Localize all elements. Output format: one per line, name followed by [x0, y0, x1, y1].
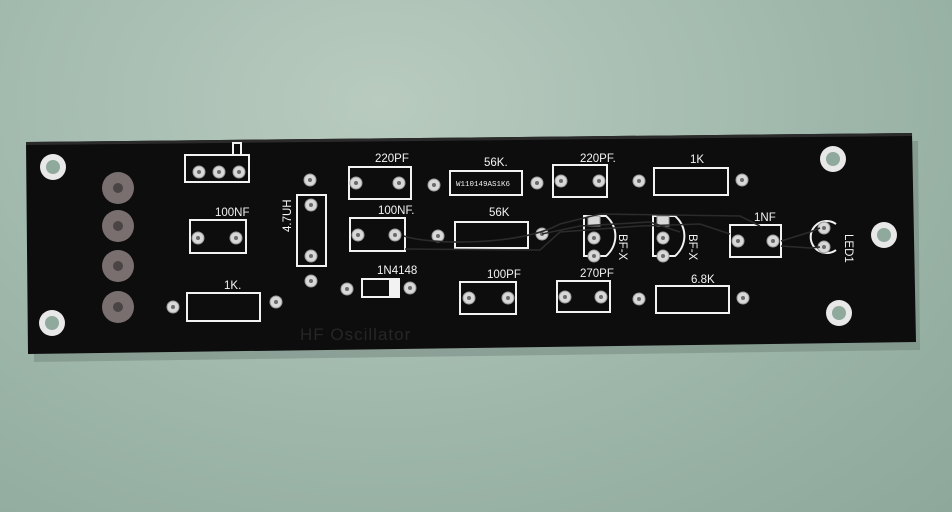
capacitor-100nf-left: 100NF: [189, 207, 250, 254]
inductor-4-7uh: 4.7UH: [282, 173, 327, 288]
capacitor-100nf-right: 100NF.: [349, 205, 414, 252]
label-4-7uh: 4.7UH: [282, 199, 294, 232]
mounting-hole-bottom-right: [826, 300, 852, 326]
transistor-bfx-1: BF-X: [583, 215, 628, 263]
header-3pin: [184, 142, 250, 183]
resistor-56k-top: W110149AS1K6 56K.: [427, 157, 544, 196]
label-56k-mid: 56K: [489, 207, 510, 219]
label-100pf: 100PF: [487, 269, 521, 281]
label-220pf-b: 220PF.: [580, 153, 616, 165]
label-bfx-2: BF-X: [686, 234, 698, 261]
resistor-6-8k: 6.8K: [632, 274, 750, 314]
mounting-hole-bottom-left: [39, 310, 65, 336]
resistor-1k-left: 1K.: [166, 280, 283, 322]
mounting-hole-top-left: [40, 154, 66, 180]
serial-number: W110149AS1K6: [456, 181, 511, 189]
label-6-8k: 6.8K: [691, 274, 715, 286]
capacitor-270pf: 270PF: [556, 268, 614, 313]
label-bfx-1: BF-X: [616, 234, 628, 261]
diode-1n4148: 1N4148: [340, 265, 417, 298]
mounting-hole-right-edge: [871, 222, 897, 248]
capacitor-100pf: 100PF: [459, 269, 521, 315]
pcb-board: [26, 133, 916, 354]
resistor-1k-top: 1K: [632, 154, 749, 196]
capacitor-220pf-a: 220PF: [348, 153, 412, 200]
label-1nf: 1NF: [754, 212, 776, 224]
label-led1: LED1: [842, 234, 854, 263]
label-220pf-a: 220PF: [375, 153, 409, 165]
board-edge-highlight: [26, 133, 912, 145]
label-1n4148: 1N4148: [377, 265, 417, 277]
copper-traces: [403, 213, 821, 251]
label-100nf-left: 100NF: [215, 207, 250, 219]
label-100nf-right: 100NF.: [378, 205, 414, 217]
terminal-pads: [102, 172, 134, 323]
label-270pf: 270PF: [580, 268, 614, 280]
board-title: HF Oscillator: [300, 325, 411, 344]
label-1k-left: 1K.: [224, 280, 241, 292]
label-1k-top: 1K: [690, 154, 704, 166]
label-56k-top: 56K.: [484, 157, 508, 169]
capacitor-220pf-b: 220PF.: [552, 153, 616, 198]
transistor-bfx-2: BF-X: [652, 215, 698, 263]
mounting-hole-top-right: [820, 146, 846, 172]
